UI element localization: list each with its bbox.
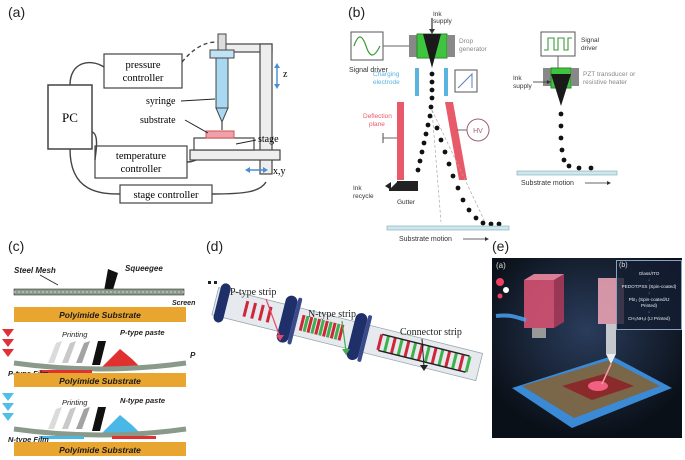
stage-label: stage [258,134,279,145]
p-strip-label: P-type strip [230,287,276,298]
ink-supply-right-label-2: supply [513,83,533,90]
connector-strip-label: Connector strip [400,327,462,338]
blue-chevrons [2,393,14,421]
panel-a-extrusion-printer: PC pressure controller temperature contr… [47,33,288,204]
n-type-film [40,436,84,439]
squeegee-2 [92,341,106,365]
signal-driver-label: Signal driver [349,67,389,74]
deflection-label-1: Deflection [363,113,392,120]
panel-c-screen-printing: Steel Mesh Squeegee Screen Polyimide Sub… [2,264,196,456]
substrate-left [386,225,510,231]
squeegee-label: Squeegee [125,264,163,273]
n-film-label: N-type Film [8,435,49,444]
p-type-film-2 [112,436,156,439]
charging-label-1: Charging [373,71,400,78]
z-axis-label: z [283,69,288,80]
p-type-paste [102,349,140,367]
deflection-plane-left [397,102,404,180]
panel-label-d: (d) [206,238,224,254]
xy-axis-label: x,y [273,166,286,177]
panel-label-a: (a) [8,4,26,20]
p-type-segments [242,300,465,371]
polyimide-label-2: Polyimide Substrate [59,376,141,386]
pc-label: PC [62,110,78,125]
squeegee-3 [92,407,106,431]
substrate-right [516,170,618,176]
stage-controller-label: stage controller [133,190,199,201]
p-side-label: P [190,351,196,360]
ink-recycle-label-2: recycle [353,193,374,200]
panel-d-roll-to-roll: P-type strip N-type strip Connector stri… [208,281,484,382]
polyimide-substrate-1 [14,307,186,322]
screen-label: Screen [172,300,195,307]
panel-label-b: (b) [348,4,366,20]
n-paste-label: N-type paste [120,396,165,405]
rollers [213,283,373,362]
printing-label-2: Printing [62,398,88,407]
flow-arrow-2: ↓ [647,290,651,296]
film-strip [211,287,484,382]
substrate-motion-left-label: Substrate motion [399,236,452,243]
substrate-sample [205,130,235,139]
temperature-controller-line2: controller [121,164,162,175]
gutter-label: Gutter [397,199,416,206]
signal-driver-right-label-1: Signal [581,37,600,44]
pbi2-cartridge [524,280,554,328]
polyimide-label-3: Polyimide Substrate [59,445,141,455]
temperature-controller-box [94,145,188,179]
n-strip-label: N-type strip [308,309,356,320]
charging-electrode-left [415,68,419,96]
flow-step-2: PEDOT:PSS (Spin-coated) [621,283,677,289]
flow-arrow-3: ↓ [647,309,651,315]
deflection-plane-right [445,102,467,180]
panel-label-e: (e) [492,238,510,254]
signal-driver-right-label-2: driver [581,45,598,52]
n-type-paste [102,415,140,433]
polyimide-substrate-3 [14,442,186,456]
pc-box [47,84,93,150]
charging-electrode-right [444,68,448,96]
stage-block [193,137,255,151]
p-type-film-1 [40,370,92,373]
panel-b-inkjet: Signal driver Ink supply Drop generator … [349,11,636,243]
n-type-segments [302,315,472,373]
drop-generator-label-1: Drop [459,38,473,45]
deflection-label-2: plane [369,121,385,128]
process-flow-box: (b) Glass/ITO ↓ PEDOT:PSS (Spin-coated) … [616,260,682,330]
substrate-motion-right-label: Substrate motion [521,180,574,187]
hv-label: HV [473,128,483,135]
substrate-label: substrate [140,115,176,126]
printing-label-1: Printing [62,330,88,339]
pressure-controller-line1: pressure [126,60,161,71]
panel-e-inkjet-perovskite: (a) (b) Glass/ITO ↓ PEDOT:PSS (Spin-coat… [492,258,682,438]
syringe-body [215,57,229,109]
panel-label-c: (c) [8,238,25,254]
red-chevrons [2,329,14,357]
sub-label-b: (b) [619,262,628,269]
ink-supply-right-label-1: Ink [513,75,522,82]
flow-step-3: PbI₂ (Spin-coated/IJ Printed) [628,296,670,309]
squeegee-1 [104,269,118,293]
ink-supply-label-2: supply [433,18,453,25]
flow-step-4: CH₃NH₃I (IJ Printed) [627,315,671,321]
sub-label-a: (a) [496,261,506,270]
ink-supply-label-1: Ink [433,11,442,18]
pzt-label-1: PZT transducer or [583,71,636,78]
p-paste-label: P-type paste [120,328,165,337]
flow-arrow-1: ↓ [647,277,651,283]
syringe-label: syringe [146,96,176,107]
charging-label-2: electrode [373,79,400,86]
ink-recycle-label-1: Ink [353,185,362,192]
signal-driver-box [350,31,384,61]
flow-step-1: Glass/ITO [638,271,660,276]
temperature-controller-line1: temperature [116,151,166,162]
drop-generator-label-2: generator [459,46,488,53]
polyimide-substrate-2 [14,373,186,387]
steel-mesh-label: Steel Mesh [14,266,56,275]
pressure-controller-line2: controller [123,73,164,84]
pzt-label-2: resistive heater [583,79,628,86]
polyimide-label-1: Polyimide Substrate [59,310,141,320]
pressure-controller-box [103,53,183,89]
